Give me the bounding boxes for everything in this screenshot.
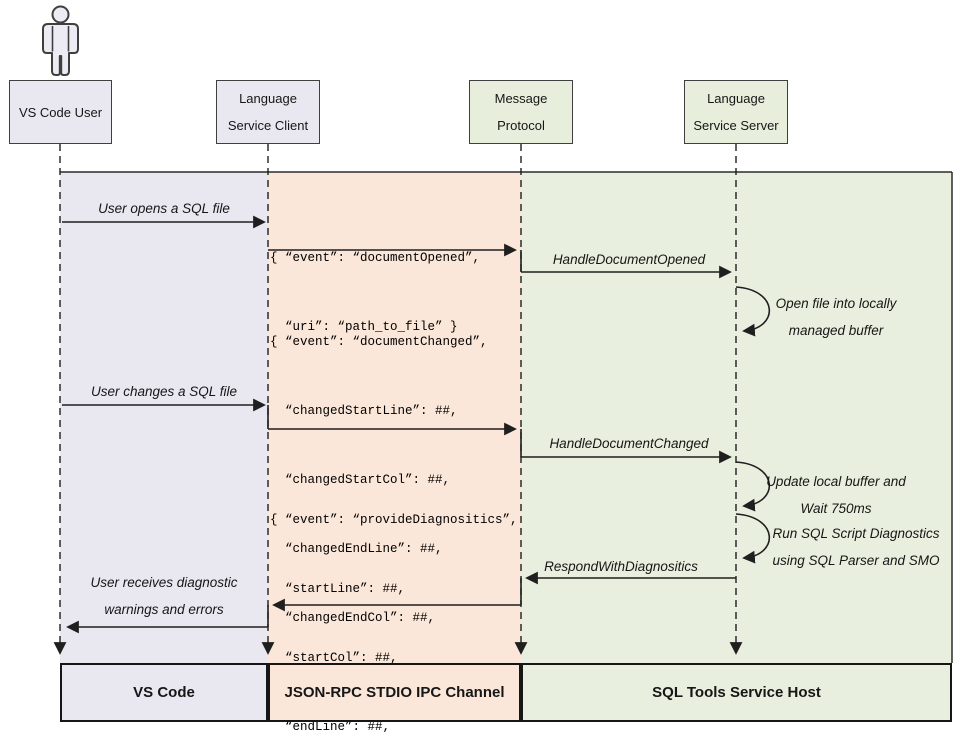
person-icon — [42, 5, 79, 76]
lane-ipc-channel-background — [268, 172, 521, 663]
payload-line: { “event”: “documentOpened”, — [270, 251, 481, 265]
actor-label: Message — [494, 91, 548, 106]
actor-label: Protocol — [497, 118, 545, 133]
arrow-client-forwards-changed — [267, 405, 515, 429]
payload-line: “startLine”: ##, — [270, 582, 406, 596]
label-user-changes: User changes a SQL file — [90, 384, 238, 399]
label-handle-document-opened: HandleDocumentOpened — [552, 252, 706, 267]
payload-line: “changedEndCol”: ##, — [270, 611, 436, 625]
payload-provide-diagnostics: { “event”: “provideDiagnositics”, “start… — [270, 463, 518, 732]
payload-line: “endLine”: ##, — [270, 720, 391, 732]
note-user-receives: User receives diagnostic warnings and er… — [90, 575, 238, 617]
payload-line: { “event”: “provideDiagnositics”, — [270, 513, 518, 527]
payload-line: “changedEndLine”: ##, — [270, 542, 443, 556]
bottom-box-vscode: VS Code — [60, 663, 268, 722]
actor-box-language-service-server: Language Service Server — [684, 80, 788, 144]
label-user-opens: User opens a SQL file — [98, 201, 230, 216]
arrow-client-to-user — [68, 605, 269, 627]
loop-update-local-buffer — [735, 461, 771, 512]
actor-label: Language — [707, 91, 765, 106]
note-update-buffer: Update local buffer and Wait 750ms — [766, 474, 906, 516]
actor-label: Service Server — [693, 118, 779, 133]
payload-line: { “event”: “documentChanged”, — [270, 335, 488, 349]
lane-vscode-background — [60, 172, 268, 663]
arrow-handle-document-changed — [520, 429, 730, 457]
loop-run-sql-diagnostics — [735, 513, 771, 564]
loop-open-file-into-buffer — [735, 286, 771, 337]
payload-line: “changedStartLine”: ##, — [270, 404, 458, 418]
label-handle-document-changed: HandleDocumentChanged — [549, 436, 709, 451]
actor-box-vscode-user: VS Code User — [9, 80, 112, 144]
actor-label: Language — [239, 91, 297, 106]
label-respond-with-diagnostics: RespondWithDiagnositics — [544, 559, 698, 574]
arrow-handle-document-opened — [520, 250, 730, 272]
actor-label: Service Client — [227, 118, 309, 133]
note-open-file: Open file into locally managed buffer — [775, 296, 897, 338]
payload-line: “uri”: “path_to_file” } — [270, 320, 458, 334]
payload-document-opened: { “event”: “documentOpened”, “uri”: “pat… — [270, 201, 480, 385]
bottom-box-json-rpc-channel: JSON-RPC STDIO IPC Channel — [268, 663, 521, 722]
payload-line: “changedStartCol”: ##, — [270, 473, 451, 487]
actor-label: VS Code User — [18, 104, 103, 120]
bottom-box-sql-tools-service-host: SQL Tools Service Host — [521, 663, 952, 722]
note-run-diagnostics: Run SQL Script Diagnostics using SQL Par… — [772, 526, 940, 568]
actor-box-language-service-client: Language Service Client — [216, 80, 320, 144]
arrow-protocol-to-client — [274, 578, 522, 605]
actor-box-message-protocol: Message Protocol — [469, 80, 573, 144]
payload-line: “startCol”: ##, — [270, 651, 398, 665]
